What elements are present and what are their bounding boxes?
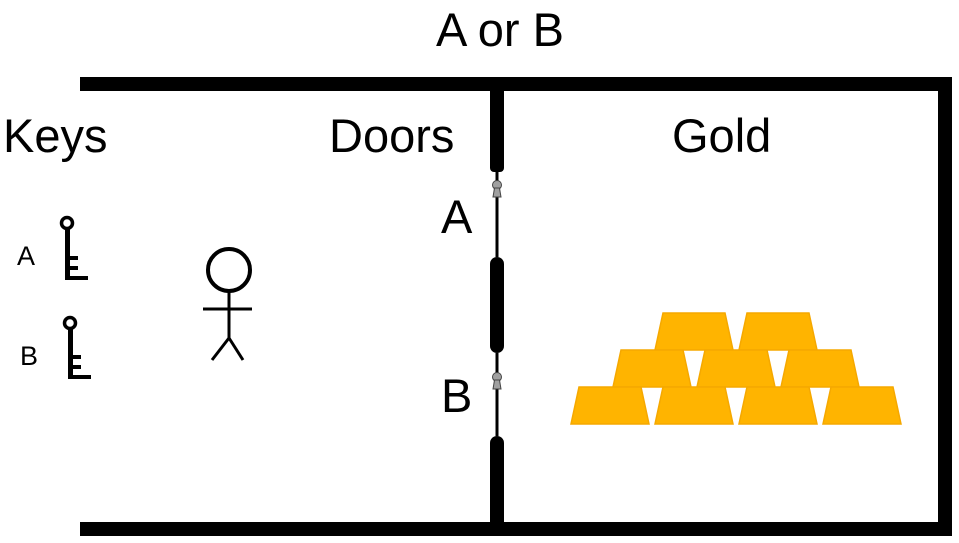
gold-bar-icon — [738, 386, 818, 425]
door-a-label: A — [441, 190, 473, 243]
gold-bar-icon — [654, 312, 734, 351]
door-b-label: B — [441, 369, 473, 422]
gold-bar-icon — [822, 386, 902, 425]
gold-bar-icon — [570, 386, 650, 425]
keyhole-icon — [492, 180, 502, 198]
gold-bar-icon — [612, 349, 692, 388]
gold-bar-icon — [654, 386, 734, 425]
gold-bar-icon — [696, 349, 776, 388]
key-b-label: B — [20, 341, 39, 371]
wall-segment-bottom — [490, 436, 504, 536]
key-a-label: A — [17, 241, 36, 271]
partition-wall — [490, 84, 504, 536]
gold-stack — [570, 312, 902, 425]
keys-heading: Keys — [3, 109, 108, 162]
key-icon[interactable] — [59, 215, 89, 281]
key-icon[interactable] — [62, 315, 92, 380]
wall-segment-top — [490, 84, 504, 172]
door-b[interactable] — [492, 353, 502, 436]
doors-heading: Doors — [329, 109, 455, 162]
stick-figure-icon — [203, 247, 252, 361]
gold-heading: Gold — [672, 109, 772, 162]
gold-bar-icon — [738, 312, 818, 351]
gold-bar-icon — [780, 349, 860, 388]
walls — [80, 77, 952, 536]
page-title: A or B — [435, 3, 564, 56]
wall-segment-middle — [490, 257, 504, 353]
keyhole-icon — [492, 372, 502, 390]
door-a[interactable] — [492, 172, 502, 257]
